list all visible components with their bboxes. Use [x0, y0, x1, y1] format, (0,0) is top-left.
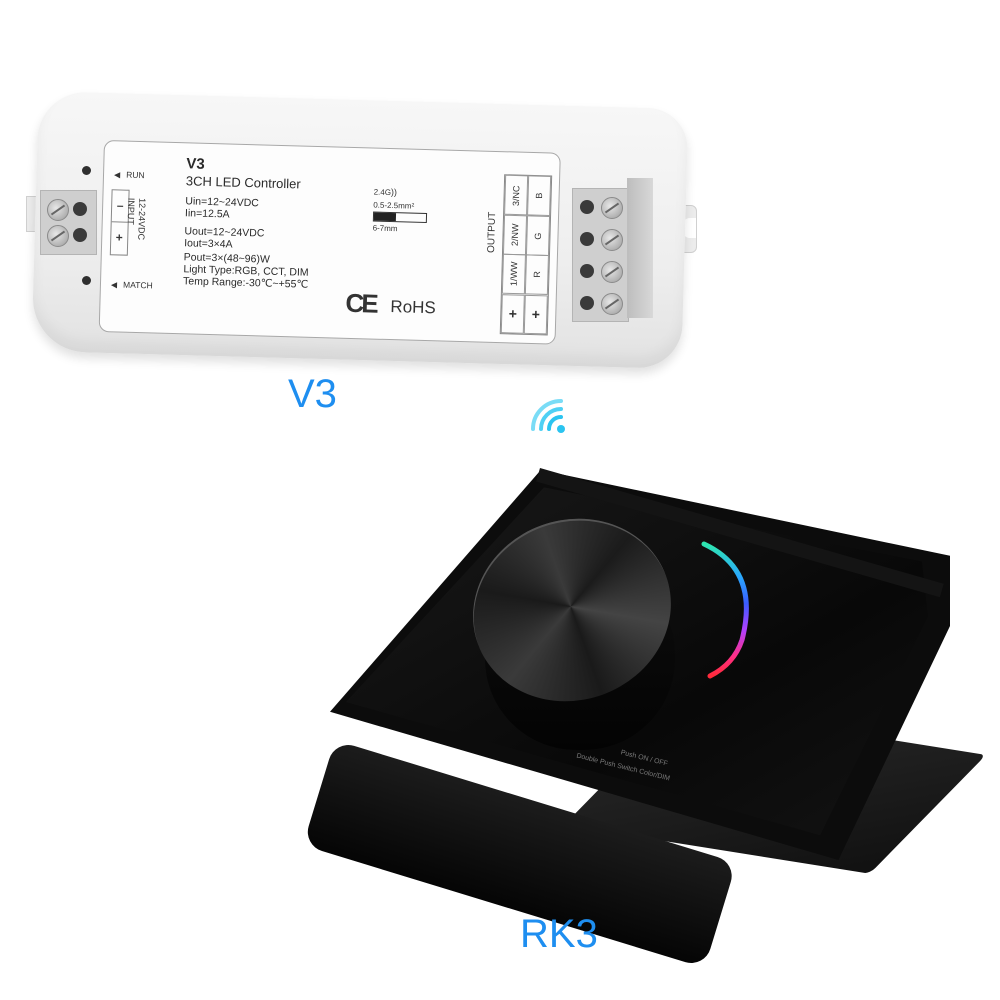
- terminal-hole: [73, 228, 87, 242]
- match-indicator-dot: [82, 276, 91, 285]
- wifi-signal-icon: [531, 399, 565, 433]
- terminal-screw: [601, 197, 623, 219]
- rgb-color-arc-icon: [701, 541, 749, 679]
- terminal-screw: [47, 225, 69, 247]
- terminal-hole: [580, 200, 594, 214]
- terminal-side: [627, 178, 653, 318]
- tab-slot: [682, 218, 696, 238]
- run-indicator-dot: [82, 166, 91, 175]
- terminal-hole: [580, 264, 594, 278]
- output-terminal-block: [572, 188, 629, 322]
- controller-caption: V3: [288, 372, 337, 416]
- input-terminal-block: [40, 190, 97, 255]
- terminal-screw: [47, 199, 69, 221]
- terminal-screw: [601, 229, 623, 251]
- terminal-screw: [601, 293, 623, 315]
- remote-caption: RK3: [520, 912, 598, 956]
- terminal-screw: [601, 261, 623, 283]
- terminal-hole: [73, 202, 87, 216]
- terminal-hole: [580, 232, 594, 246]
- v3-controller: ◀RUN ◀MATCH – + 12-24VDC INPUT V3 3CH LE…: [0, 0, 1000, 380]
- terminal-hole: [580, 296, 594, 310]
